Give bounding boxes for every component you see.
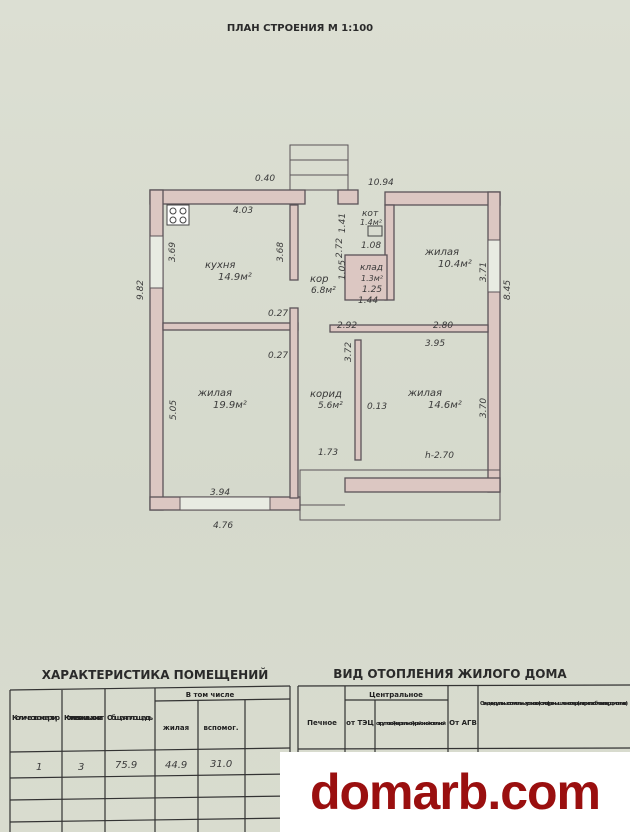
header-agv: От АГВ bbox=[449, 719, 477, 727]
header-including: В том числе bbox=[186, 691, 235, 699]
porch-top bbox=[289, 144, 349, 191]
header-living: жилая bbox=[163, 724, 189, 732]
room-area: 5.6м² bbox=[318, 401, 343, 411]
dim-label: 3.95 bbox=[425, 339, 445, 349]
header-apartments: Коли-чество квартир bbox=[12, 714, 60, 722]
room-area: 10.4м² bbox=[438, 259, 472, 270]
plan-title: ПЛАН СТРОЕНИЯ М 1:100 bbox=[227, 23, 373, 34]
watermark-text: domarb.com bbox=[309, 764, 601, 820]
dim-label: 4.03 bbox=[233, 206, 253, 216]
dim-label: 3.70 bbox=[479, 398, 489, 418]
header-individual: От индивидуальных отопительных установок… bbox=[480, 700, 628, 707]
dim-label: 9.82 bbox=[136, 280, 146, 300]
dim-label: 3.72 bbox=[344, 342, 354, 362]
cell-apartments: 1 bbox=[36, 762, 42, 773]
dim-label: 0.27 bbox=[268, 309, 288, 319]
dim-label: 1.73 bbox=[318, 448, 338, 458]
wall bbox=[329, 324, 489, 333]
room-name: корид bbox=[310, 389, 342, 400]
dim-label: h-2.70 bbox=[425, 451, 454, 461]
dim-label: 4.76 bbox=[213, 521, 233, 531]
dim-label: 0.40 bbox=[255, 174, 275, 184]
window bbox=[487, 239, 501, 293]
porch-bottom bbox=[299, 469, 501, 521]
wall bbox=[384, 191, 501, 206]
wall bbox=[289, 204, 299, 281]
room-area: 1.3м² bbox=[361, 274, 384, 283]
dim-label: 3.71 bbox=[479, 262, 489, 282]
cell-total-area: 75.9 bbox=[115, 760, 137, 771]
dim-label: 10.94 bbox=[368, 178, 394, 188]
heating-table bbox=[297, 684, 630, 752]
dim-label: 3.68 bbox=[276, 242, 286, 262]
dim-label: 2.92 bbox=[337, 321, 357, 331]
room-name: жилая bbox=[407, 388, 442, 399]
characteristics-table bbox=[9, 685, 291, 832]
cell-living: 44.9 bbox=[165, 760, 187, 771]
dim-label: 5.05 bbox=[169, 400, 179, 420]
room-area: 6.8м² bbox=[311, 286, 336, 296]
heating-title: ВИД ОТОПЛЕНИЯ ЖИЛОГО ДОМА bbox=[333, 667, 567, 681]
stove-icon bbox=[166, 204, 190, 226]
room-name: жилая bbox=[197, 388, 232, 399]
wall bbox=[487, 191, 501, 493]
header-rooms: Коли-чество жилых комнат bbox=[64, 714, 105, 722]
dim-label: 3.94 bbox=[210, 488, 230, 498]
room-area: 14.9м² bbox=[218, 272, 252, 283]
wall bbox=[344, 477, 501, 493]
dim-label: 1.08 bbox=[361, 241, 381, 251]
characteristics-title: ХАРАКТЕРИСТИКА ПОМЕЩЕНИЙ bbox=[42, 667, 269, 682]
wall-storage bbox=[344, 254, 388, 301]
boiler-icon bbox=[367, 225, 383, 237]
wall bbox=[384, 204, 395, 301]
header-group: от групповой (квартальной) и районной ко… bbox=[376, 720, 446, 727]
wall bbox=[149, 189, 306, 205]
wall bbox=[354, 339, 362, 461]
dim-label: 1.25 bbox=[362, 285, 382, 295]
dim-label: 2.72 bbox=[335, 238, 345, 258]
dim-label: 1.44 bbox=[358, 296, 378, 306]
watermark: domarb.com bbox=[280, 752, 630, 832]
dim-label: 1.05 bbox=[338, 260, 348, 280]
room-name: кор bbox=[310, 274, 329, 285]
room-name: кухня bbox=[205, 260, 235, 271]
wall bbox=[162, 322, 299, 331]
dim-label: 0.13 bbox=[367, 402, 387, 412]
dim-label: 8.45 bbox=[503, 280, 513, 300]
wall bbox=[289, 307, 299, 499]
room-name: кот bbox=[362, 209, 379, 219]
dim-label: 0.27 bbox=[268, 351, 288, 361]
dim-label: 1.41 bbox=[338, 213, 348, 233]
room-name: жилая bbox=[424, 247, 459, 258]
header-total-area: Общая площадь bbox=[107, 714, 154, 722]
cell-rooms: 3 bbox=[78, 762, 84, 773]
header-tec: от ТЭЦ bbox=[346, 719, 374, 727]
room-area: 1.4м² bbox=[360, 218, 383, 227]
dim-label: 3.69 bbox=[168, 242, 178, 262]
header-auxiliary: вспомог. bbox=[203, 724, 238, 732]
room-area: 14.6м² bbox=[428, 400, 462, 411]
dim-label: 2.80 bbox=[433, 321, 453, 331]
room-name: клад bbox=[360, 263, 383, 273]
window bbox=[149, 235, 164, 289]
header-central: Центральное bbox=[369, 691, 423, 699]
room-area: 19.9м² bbox=[213, 400, 247, 411]
cell-auxiliary: 31.0 bbox=[210, 759, 232, 770]
header-stove: Печное bbox=[307, 719, 337, 727]
wall bbox=[337, 189, 359, 205]
window bbox=[179, 496, 271, 511]
